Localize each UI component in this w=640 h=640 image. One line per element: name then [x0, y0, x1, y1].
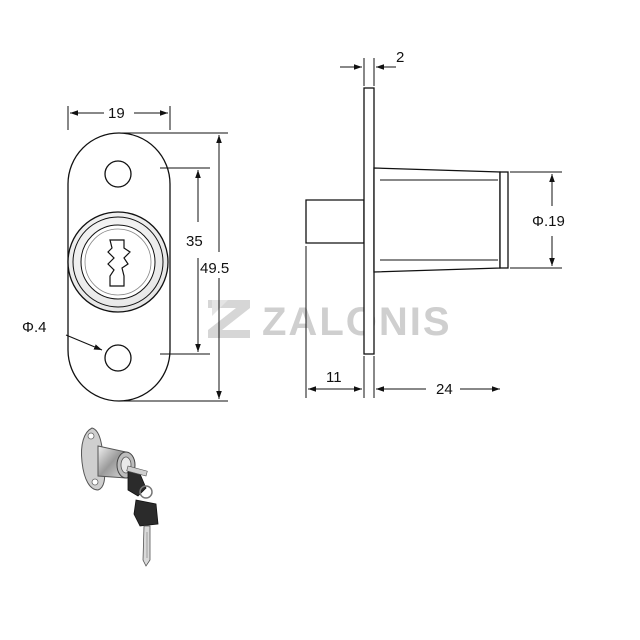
- width-dimension: 19: [67, 105, 171, 130]
- rear-length-label: 24: [436, 381, 453, 398]
- front-length-dimension: 11: [305, 246, 365, 398]
- keyway-icon: [107, 239, 131, 287]
- hole-diameter-label: Φ.4: [22, 319, 46, 336]
- width-label: 19: [108, 105, 125, 122]
- lock-with-keys-illustration: [81, 427, 159, 567]
- hole-diameter-callout: Φ.4: [22, 319, 103, 351]
- front-length-label: 11: [326, 369, 342, 386]
- top-mounting-hole: [104, 160, 132, 188]
- lock-cylinder-face: [67, 211, 169, 313]
- body-diameter-label: Φ.19: [532, 213, 565, 230]
- bottom-mounting-hole: [104, 344, 132, 372]
- height-label: 49.5: [200, 260, 229, 277]
- front-view: 19 35 49.5 Φ.4: [22, 105, 229, 402]
- plate-thickness-label: 2: [396, 49, 404, 66]
- height-dimension: 49.5: [122, 132, 229, 402]
- body-diameter-dimension: Φ.19: [510, 171, 565, 269]
- side-plate: [363, 87, 375, 355]
- lock-body-end: [499, 171, 509, 269]
- zalonis-logo-icon: [208, 300, 250, 338]
- plate-thickness-dimension: 2: [340, 49, 404, 86]
- lock-body: [373, 167, 501, 273]
- rear-length-dimension: 24: [373, 356, 500, 398]
- watermark-text: ZALONIS: [262, 300, 452, 344]
- watermark: ZALONIS: [208, 300, 452, 344]
- hole-spacing-dimension: 35: [160, 167, 210, 355]
- side-view: 2 Φ.19 11 24: [305, 49, 565, 398]
- cylinder-nose: [305, 199, 365, 244]
- hole-spacing-label: 35: [186, 233, 203, 250]
